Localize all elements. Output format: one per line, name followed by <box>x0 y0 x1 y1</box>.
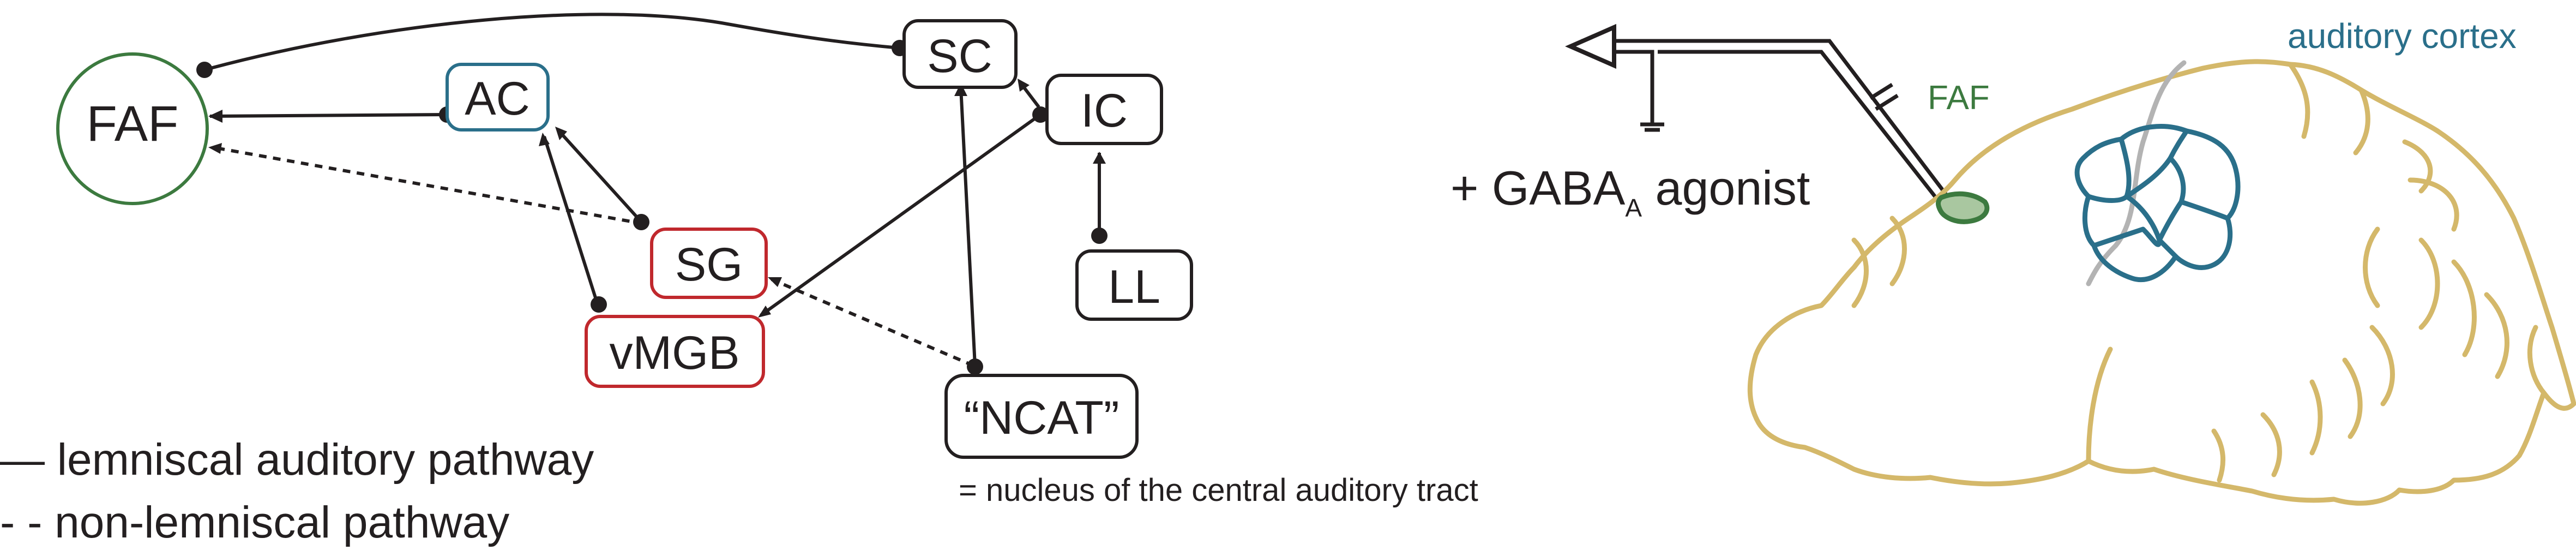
dot-ncat <box>967 358 983 375</box>
node-vmgb: vMGB <box>585 315 765 388</box>
node-faf-label: FAF <box>87 96 179 152</box>
arrowhead-ac-from-vmgb <box>539 133 550 146</box>
node-ic-label: IC <box>1081 85 1128 137</box>
brain-faf-label: FAF <box>1928 79 1990 117</box>
arrowhead-ac-from-sg <box>555 127 567 140</box>
dot-ic-vmgb <box>1032 106 1049 123</box>
ground-icon <box>1640 112 1664 132</box>
dot-vmgb-ac <box>591 296 607 313</box>
arrowhead-sc-from-ic <box>1018 79 1030 92</box>
node-sg-label: SG <box>675 238 743 291</box>
node-ac: AC <box>446 63 550 131</box>
node-vmgb-label: vMGB <box>610 327 740 379</box>
arrowhead-sg-from-ncat <box>768 277 782 287</box>
connection-ac-faf <box>209 113 448 118</box>
auditory-cortex-map <box>2074 124 2241 283</box>
arrowheads <box>208 79 1106 318</box>
ncat-note: = nucleus of the central auditory tract <box>959 473 1478 508</box>
injection-suffix: agonist <box>1642 161 1810 215</box>
connections <box>204 13 1101 367</box>
connection-sg-faf <box>212 146 644 225</box>
dot-faf-sc <box>196 62 213 78</box>
node-ac-label: AC <box>465 73 529 125</box>
connection-ncat-sg <box>771 278 974 367</box>
legend: — lemniscal auditory pathway - - non-lem… <box>0 435 594 547</box>
injection-subscript: A <box>1625 194 1642 222</box>
connection-sg-ac <box>557 129 640 220</box>
arrowhead-faf-from-ac <box>208 110 222 123</box>
node-sc-label: SC <box>927 30 992 82</box>
injection-prefix: + GABA <box>1450 161 1626 215</box>
node-sc: SC <box>902 19 1018 89</box>
dot-sg-ac <box>633 214 649 230</box>
node-ncat: “NCAT” <box>944 374 1139 459</box>
brain-cortex-label: auditory cortex <box>2288 16 2517 56</box>
connection-ic-vmgb <box>760 113 1042 317</box>
arrowhead-faf-from-sg <box>208 143 222 154</box>
arrowhead-sc-from-ncat <box>954 83 967 96</box>
faf-patch <box>1936 191 1990 224</box>
dot-ll-ic <box>1091 228 1108 244</box>
connection-ncat-sc <box>959 87 977 366</box>
node-ic: IC <box>1045 74 1163 145</box>
connection-faf-sc <box>204 13 900 71</box>
node-faf: FAF <box>56 52 209 205</box>
legend-solid: — lemniscal auditory pathway <box>0 435 594 485</box>
node-ncat-label: “NCAT” <box>964 392 1119 444</box>
svg-text:+ GABAA agonist: + GABAA agonist <box>1450 161 1810 222</box>
node-ll-label: LL <box>1108 261 1160 313</box>
node-sg: SG <box>650 228 768 299</box>
injection-label: + GABAA agonist <box>1450 161 1810 222</box>
arrowhead-vmgb-from-ic <box>758 306 771 318</box>
connection-vmgb-ac <box>543 136 599 303</box>
legend-dashed: - - non-lemniscal pathway <box>0 498 509 547</box>
electrode-arrow-icon <box>1565 23 1616 69</box>
brain-outline <box>1747 59 2576 506</box>
arrowhead-ic-from-ll <box>1093 152 1106 164</box>
node-ll: LL <box>1075 249 1193 321</box>
